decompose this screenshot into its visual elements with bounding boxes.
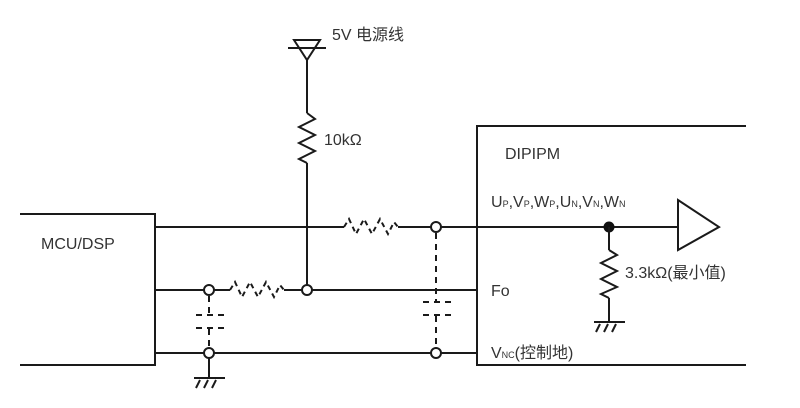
- parasitic-resistor-icon: [229, 279, 285, 300]
- buffer-triangle-icon: [677, 198, 721, 252]
- vnc-label: VNC(控制地): [491, 344, 573, 362]
- dipipm-label: DIPIPM: [505, 146, 560, 163]
- input-buffer: 3.3kΩ(最小值): [594, 198, 726, 333]
- pullup-label: 10kΩ: [324, 132, 362, 149]
- dipipm-block-outline: [476, 125, 746, 366]
- supply-symbol: 5V 电源线: [288, 26, 404, 62]
- vnc-node-mcu: [203, 347, 215, 359]
- dipipm-block: DIPIPM: [476, 125, 746, 366]
- resistor-icon: [598, 249, 620, 299]
- fo-node-pullup: [301, 284, 313, 296]
- parasitic-capacitor-dipipm: [423, 233, 451, 348]
- input-node: [430, 221, 442, 233]
- vnc-node-dipipm: [430, 347, 442, 359]
- ground-icon: [594, 321, 625, 333]
- parasitic-capacitor-mcu: [196, 296, 224, 348]
- pulldown-label: 3.3kΩ(最小值): [625, 264, 726, 282]
- fault-line: Fo: [155, 279, 510, 300]
- input-signals-label: UP,VP,WP,UN,VN,WN: [491, 194, 626, 211]
- pullup-resistor: 10kΩ: [296, 60, 362, 290]
- fo-label: Fo: [491, 283, 510, 300]
- ground-icon: [194, 377, 225, 389]
- supply-triangle-icon: [292, 39, 322, 62]
- mcu-label: MCU/DSP: [41, 236, 115, 253]
- resistor-icon: [296, 112, 318, 164]
- mcu-block: MCU/DSP: [20, 213, 156, 366]
- fo-node-mcu: [203, 284, 215, 296]
- parasitic-resistor-icon: [343, 216, 399, 237]
- input-signal-line: [155, 216, 678, 237]
- supply-label: 5V 电源线: [332, 26, 404, 44]
- ground-line: VNC(控制地): [155, 344, 573, 389]
